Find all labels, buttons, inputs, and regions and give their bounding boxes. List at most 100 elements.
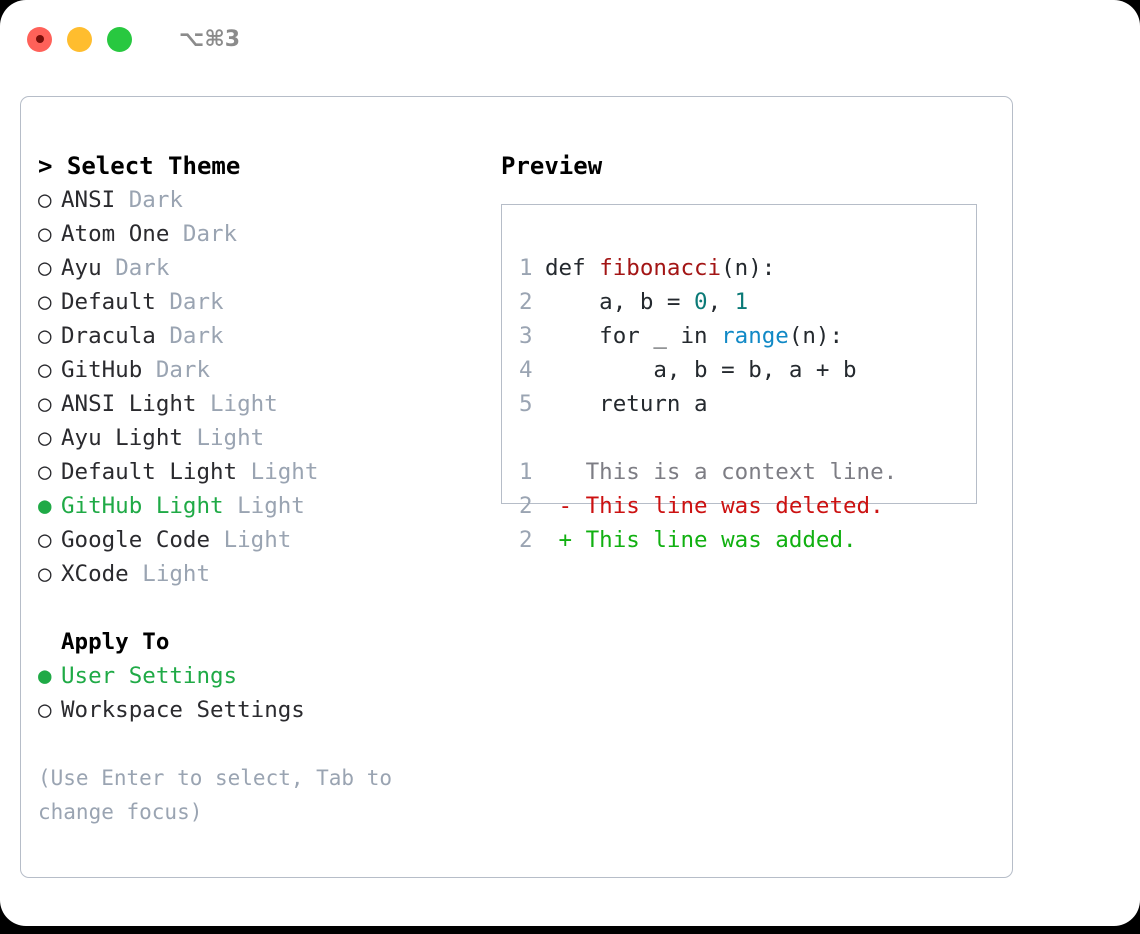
apply-to-option-label: User Settings [61,663,238,689]
code-token-blue: range [721,323,789,349]
radio-unselected-icon: ○ [38,357,52,383]
apply-to-header: Apply To [61,629,170,655]
theme-option-ansi[interactable]: ○ ANSI Dark [38,183,478,217]
theme-option-ansi-light[interactable]: ○ ANSI Light Light [38,387,478,421]
apply-to-section: Apply To ● User Settings ○Workspace Settin… [38,625,478,727]
diff-line-number: 2 [519,493,533,519]
code-line-number: 1 [519,255,533,281]
diff-line-del: 2 - This line was deleted. [519,489,897,523]
code-token-fn: fibonacci [599,255,722,281]
code-token-plain: def [545,255,600,281]
code-line: 5 return a [519,387,897,421]
theme-option-ayu-light[interactable]: ○ Ayu Light Light [38,421,478,455]
theme-option-dracula[interactable]: ○ Dracula Dark [38,319,478,353]
window-controls [27,26,132,52]
code-line-number: 4 [519,357,533,383]
theme-option-default[interactable]: ○ Default Dark [38,285,478,319]
radio-unselected-icon: ○ [38,221,52,247]
radio-selected-icon: ● [38,663,52,689]
code-line-number: 2 [519,289,533,315]
theme-kind-badge: Dark [169,289,224,315]
radio-unselected-icon: ○ [38,425,52,451]
theme-option-default-light[interactable]: ○Default Light Light [38,455,478,489]
title-bar: ⌥⌘3 [0,0,1140,78]
minimize-button[interactable] [67,26,92,52]
radio-unselected-icon: ○ [38,459,52,485]
theme-option-label: Dracula [61,323,156,349]
radio-unselected-icon: ○ [38,187,52,213]
code-token-num: 1 [734,289,749,315]
code-line: 4 a, b = b, a + b [519,353,897,387]
theme-list: ○ ANSI Dark ○ Atom One Dark ○ Ayu Dark ○ Defaul… [38,183,478,591]
select-theme-header: > Select Theme [38,152,241,180]
theme-option-label: GitHub Light [61,493,224,519]
maximize-button[interactable] [107,26,132,52]
apply-to-option-label: Workspace Settings [61,697,305,723]
theme-kind-badge: Dark [169,323,224,349]
diff-line-number: 2 [519,527,533,553]
theme-option-atom-one[interactable]: ○ Atom One Dark [38,217,478,251]
theme-option-xcode[interactable]: ○ XCode Light [38,557,478,591]
theme-option-label: ANSI Light [61,391,197,417]
keyboard-hint: (Use Enter to select, Tab to change focu… [38,766,393,824]
theme-option-label: Ayu Light [61,425,183,451]
code-line: 1 def fibonacci(n): [519,251,897,285]
theme-kind-badge: Dark [115,255,170,281]
diff-line-context: 1 This is a context line. [519,455,897,489]
theme-kind-badge: Light [210,391,278,417]
radio-unselected-icon: ○ [38,255,52,281]
theme-option-github-light[interactable]: ● GitHub Light Light [38,489,478,523]
diff-line-text: + This line was added. [545,527,857,553]
theme-option-label: XCode [61,561,129,587]
close-button[interactable] [27,26,52,52]
diff-line-add: 2 + This line was added. [519,523,897,557]
code-diff-spacer [519,421,897,455]
code-line-number: 3 [519,323,533,349]
code-token-plain: return a [545,391,708,417]
theme-kind-badge: Light [223,527,292,553]
apply-to-list: ● User Settings ○Workspace Settings [38,659,478,727]
theme-option-label: ANSI [61,187,116,213]
theme-option-ayu[interactable]: ○ Ayu Dark [38,251,478,285]
apply-to-option-workspace-settings[interactable]: ○Workspace Settings [38,693,478,727]
theme-option-label: Default Light [61,459,238,485]
theme-kind-badge: Dark [182,221,238,247]
theme-option-label: Default [61,289,156,315]
code-token-plain: (n): [788,323,844,349]
theme-option-label: GitHub [61,357,143,383]
diff-line-number: 1 [519,459,533,485]
theme-option-label: Ayu [61,255,102,281]
theme-kind-badge: Dark [128,187,183,213]
theme-option-github[interactable]: ○GitHub Dark [38,353,478,387]
code-token-plain: (n): [721,255,776,281]
theme-option-label: Google Code [61,527,211,553]
theme-selector-column: > Select Theme ○ANSI Dark○Atom One Dark○… [38,149,478,829]
radio-selected-icon: ● [38,493,52,519]
apply-to-option-user-settings[interactable]: ● User Settings [38,659,478,693]
preview-header: Preview [501,152,603,180]
code-line: 2 a, b = 0, 1 [519,285,897,319]
theme-kind-badge: Light [196,425,265,451]
diff-line-text: - This line was deleted. [545,493,884,519]
diff-line-text: This is a context line. [545,459,898,485]
radio-unselected-icon: ○ [38,391,52,417]
main-panel: > Select Theme ○ANSI Dark○Atom One Dark○… [20,96,1013,878]
theme-option-label: Atom One [61,221,170,247]
code-token-plain: , [707,289,735,315]
theme-kind-badge: Light [237,493,305,519]
code-token-plain: a, b = [545,289,695,315]
theme-kind-badge: Light [142,561,211,587]
theme-option-google-code[interactable]: ○Google Code Light [38,523,478,557]
radio-unselected-icon: ○ [38,323,52,349]
code-token-plain: for _ in [545,323,722,349]
radio-unselected-icon: ○ [38,289,52,315]
radio-unselected-icon: ○ [38,561,52,587]
code-line-number: 5 [519,391,533,417]
code-token-num: 0 [694,289,708,315]
keyboard-shortcut-label: ⌥⌘3 [179,26,241,52]
